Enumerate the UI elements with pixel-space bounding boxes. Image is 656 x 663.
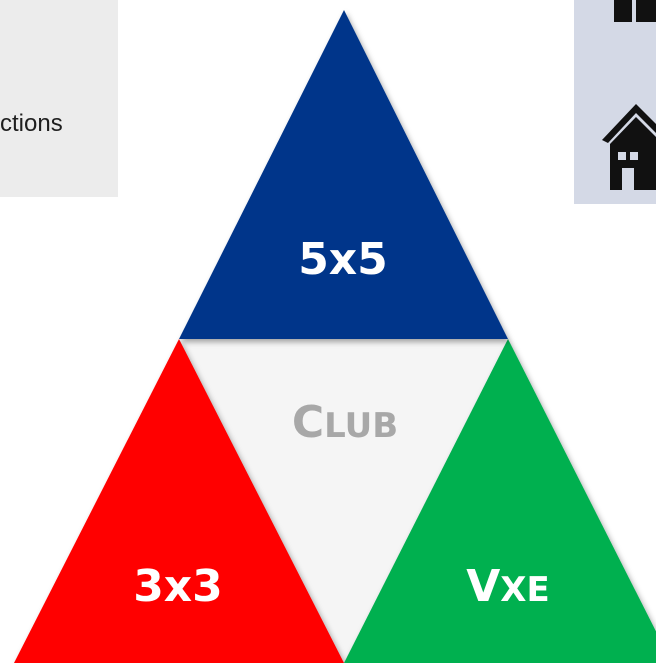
5x5-triangle[interactable] bbox=[179, 10, 508, 339]
3x3-triangle[interactable] bbox=[14, 339, 344, 663]
left-side-panel: ctions bbox=[0, 0, 118, 197]
club-label: CLUB bbox=[292, 397, 398, 448]
house-icon[interactable] bbox=[602, 104, 656, 190]
building-icon[interactable] bbox=[614, 0, 656, 22]
vxe-label: VXE bbox=[466, 561, 550, 612]
3x3-label: 3x3 bbox=[133, 561, 223, 612]
right-side-panel bbox=[574, 0, 656, 204]
5x5-label: 5x5 bbox=[298, 234, 388, 285]
vxe-triangle[interactable] bbox=[344, 339, 656, 663]
club-triangle[interactable] bbox=[179, 339, 508, 663]
panel-label: ctions bbox=[0, 110, 63, 137]
